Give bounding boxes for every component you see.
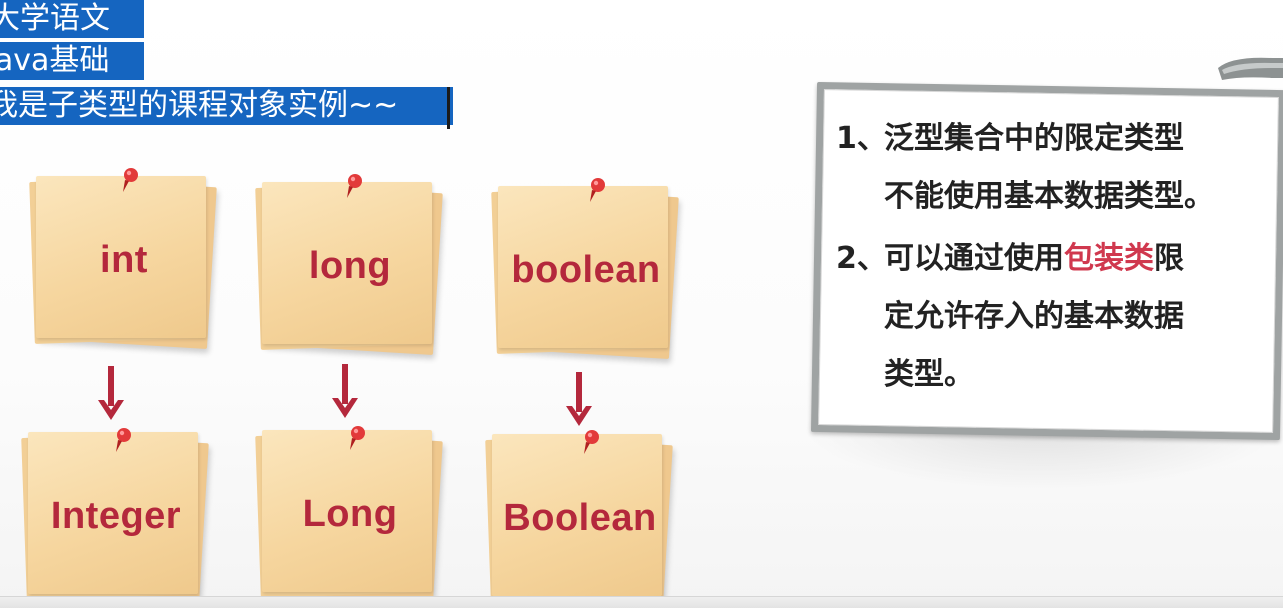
board-item-2-line-2: 定允许存入的基本数据	[884, 299, 1184, 334]
down-arrow-icon	[98, 366, 124, 420]
note-boolean: boolean	[491, 186, 679, 360]
board-text: 1、 泛型集合中的限定类型 不能使用基本数据类型。 2、 可以通过使用包装类限 …	[836, 110, 1256, 404]
console-line-1[interactable]: 大学语文	[0, 0, 144, 38]
note-boolean-wrapper: Boolean	[485, 434, 673, 608]
board-item-1: 1、 泛型集合中的限定类型 不能使用基本数据类型。	[836, 110, 1256, 226]
console-line-3[interactable]: 我是子类型的课程对象实例~~	[0, 87, 453, 125]
board-item-2-line-3: 类型。	[884, 357, 974, 392]
red-pin-icon	[116, 428, 131, 452]
text-caret	[447, 87, 450, 129]
board-item-2-num: 2、	[836, 241, 887, 276]
board-item-1-line-1: 泛型集合中的限定类型	[884, 121, 1184, 156]
note-int: int	[29, 176, 217, 350]
note-label: int	[100, 238, 148, 281]
board-item-2-highlight: 包装类	[1064, 241, 1154, 276]
note-long: long	[255, 182, 443, 356]
bottom-bar	[0, 596, 1283, 608]
note-label: Integer	[50, 494, 182, 537]
console-line-2[interactable]: Java基础	[0, 42, 144, 80]
board-item-2: 2、 可以通过使用包装类限 定允许存入的基本数据 类型。	[836, 230, 1256, 404]
red-pin-icon	[590, 178, 605, 202]
console-line-3-text: 我是子类型的课程对象实例~~	[0, 88, 399, 123]
board-item-1-num: 1、	[836, 121, 887, 156]
board-item-2-line-1: 可以通过使用包装类限	[884, 230, 1256, 288]
note-label: boolean	[511, 248, 661, 291]
red-pin-icon	[584, 430, 599, 454]
board-item-2-pre: 可以通过使用	[884, 241, 1064, 276]
red-pin-icon	[350, 426, 365, 450]
board-item-1-line-2: 不能使用基本数据类型。	[884, 179, 1214, 214]
note-label: Boolean	[503, 496, 657, 539]
note-label: Long	[302, 492, 398, 535]
down-arrow-icon	[332, 364, 358, 418]
red-pin-icon	[123, 168, 138, 192]
console-line-2-text: Java基础	[0, 43, 110, 78]
board-item-2-post: 限	[1154, 241, 1184, 276]
console-line-1-text: 大学语文	[0, 1, 110, 36]
note-label: long	[308, 244, 392, 287]
red-pin-icon	[347, 174, 362, 198]
note-integer: Integer	[21, 432, 209, 606]
down-arrow-icon	[566, 372, 592, 426]
board-clip-icon	[1218, 57, 1283, 80]
note-long-wrapper: Long	[255, 430, 443, 604]
